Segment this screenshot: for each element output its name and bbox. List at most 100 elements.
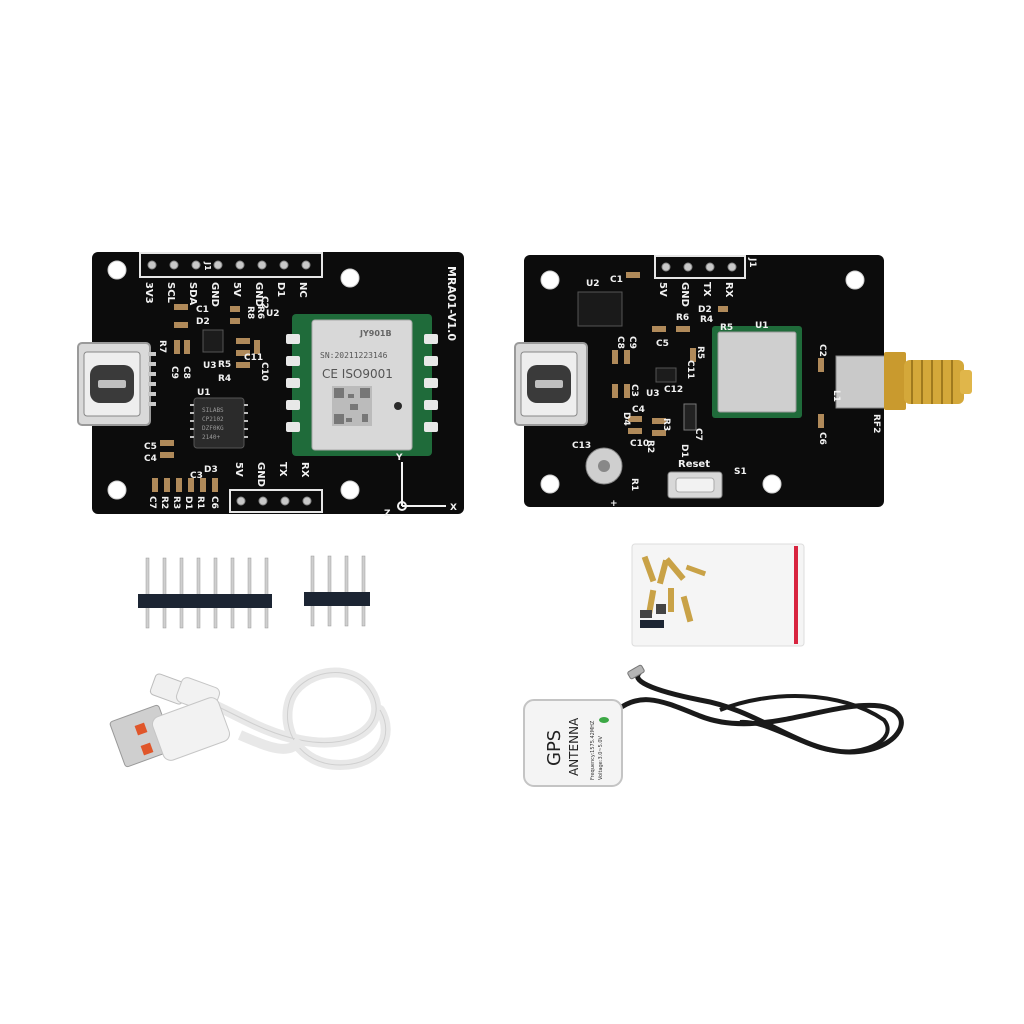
pin-label-gnd-2: GND	[253, 282, 264, 307]
left-smd-components	[152, 304, 260, 492]
antenna-title: GPS	[544, 730, 565, 766]
bottom-pin-5v: 5V	[233, 462, 244, 477]
label-c4: C4	[144, 454, 157, 464]
chip-line-4: 2140+	[202, 434, 220, 441]
gps-antenna-cable	[610, 664, 904, 755]
right-label-r5: R5	[720, 323, 733, 333]
antenna-green-dot	[599, 717, 609, 723]
pin-label-3v3: 3V3	[143, 282, 154, 304]
right-label-c8: C8	[615, 336, 625, 349]
bottom-pin-gnd: GND	[255, 462, 266, 487]
right-label-c7: C7	[693, 428, 703, 441]
label-c3: C3	[190, 471, 203, 481]
board-version: MRA01-V1.0	[445, 266, 458, 341]
right-label-c5: C5	[656, 339, 669, 349]
left-bottom-header-pins	[236, 496, 312, 506]
right-label-r2: R2	[645, 440, 655, 453]
label-c1: C1	[196, 305, 209, 315]
jy901b-module: JY901B SN:20211223146 CE ISO9001	[286, 314, 438, 456]
right-label-c6: C6	[817, 432, 827, 445]
label-r1: R1	[195, 496, 205, 509]
bottom-pin-rx: RX	[299, 462, 310, 478]
usb-a-plug	[109, 697, 231, 768]
bottom-pin-tx: TX	[277, 462, 288, 477]
right-label-u3: U3	[646, 389, 660, 399]
label-r4: R4	[218, 374, 231, 384]
right-label-r6: R6	[676, 313, 689, 323]
label-r8: R8	[245, 306, 255, 319]
antenna-frequency: Frequency:1575.42MHZ	[590, 720, 596, 780]
right-u3-chip	[655, 367, 677, 383]
right-label-p5: R5	[695, 346, 705, 359]
left-top-header-pins	[147, 260, 311, 270]
label-c5: C5	[144, 442, 157, 452]
module-brand: JY901B	[359, 329, 392, 338]
axis-z-label: Z	[384, 509, 391, 519]
reset-button[interactable]	[667, 471, 723, 499]
right-label-r4: R4	[700, 315, 713, 325]
pin-header-4	[304, 555, 370, 627]
label-r2: R2	[159, 496, 169, 509]
right-label-s1: S1	[734, 467, 747, 477]
label-c7: C7	[147, 496, 157, 509]
label-r3: R3	[171, 496, 181, 509]
chip-line-1: SILABS	[202, 407, 224, 414]
pin-header-8	[138, 557, 272, 629]
reset-label: Reset	[678, 459, 710, 470]
label-u2: U2	[266, 309, 280, 319]
right-label-c3: C3	[629, 384, 639, 397]
label-c11: C11	[244, 353, 263, 363]
right-u2-chip	[577, 291, 623, 327]
gps-module	[712, 326, 802, 418]
right-label-u2: U2	[586, 279, 600, 289]
module-serial: SN:20211223146	[320, 351, 388, 360]
right-usb-c-port	[514, 342, 588, 426]
chip-line-3: DZF0KG	[202, 425, 224, 432]
label-u1: U1	[197, 388, 211, 398]
pin-label-d1: D1	[275, 282, 286, 297]
right-label-u1: U1	[755, 321, 769, 331]
right-label-r3: R3	[661, 418, 671, 431]
axis-marker	[397, 462, 446, 511]
label-r6: R6	[255, 306, 265, 319]
chip-line-2: CP2102	[202, 416, 224, 423]
pin-label-gnd-1: GND	[209, 282, 220, 307]
axis-x-label: X	[450, 503, 457, 513]
pin-label-scl: SCL	[165, 282, 176, 304]
right-label-c11: C11	[685, 360, 695, 379]
label-r7: R7	[157, 340, 167, 353]
standoff-bag	[631, 543, 805, 647]
left-pcb-board: 3V3 SCL SDA GND 5V GND D1 NC J1 S	[77, 252, 464, 519]
left-usb-c-port	[77, 342, 156, 426]
u3-chip	[202, 329, 224, 353]
right-label-plus: +	[610, 499, 618, 509]
right-label-c12: C12	[664, 385, 683, 395]
axis-y-label: Y	[395, 453, 403, 463]
label-j1: J1	[203, 261, 212, 271]
right-header-pins	[661, 262, 737, 272]
right-smd-components	[612, 272, 824, 436]
label-d1: D1	[183, 496, 193, 510]
label-d2: D2	[196, 317, 210, 327]
label-c9: C9	[169, 366, 179, 379]
antenna-voltage: Voltage:3.0~5.0V	[598, 735, 604, 780]
module-cert: CE ISO9001	[322, 367, 393, 381]
gps-antenna-puck: GPS ANTENNA Frequency:1575.42MHZ Voltage…	[523, 699, 623, 787]
right-pin-gnd: GND	[679, 282, 690, 307]
qr-code	[332, 386, 372, 426]
label-u3: U3	[203, 361, 217, 371]
right-label-rf2: RF2	[871, 414, 881, 433]
right-label-d1: D1	[679, 444, 689, 458]
right-label-c1: C1	[610, 275, 623, 285]
right-label-c9: C9	[627, 336, 637, 349]
right-label-c13: C13	[572, 441, 591, 451]
label-c2: C2	[259, 296, 269, 309]
label-c6: C6	[209, 496, 219, 509]
pin-label-5v: 5V	[231, 282, 242, 297]
right-pin-tx: TX	[701, 282, 712, 297]
label-c10: C10	[259, 362, 269, 381]
label-r5: R5	[218, 360, 231, 370]
right-label-j1: J1	[747, 257, 757, 268]
pin-label-nc: NC	[297, 282, 308, 298]
